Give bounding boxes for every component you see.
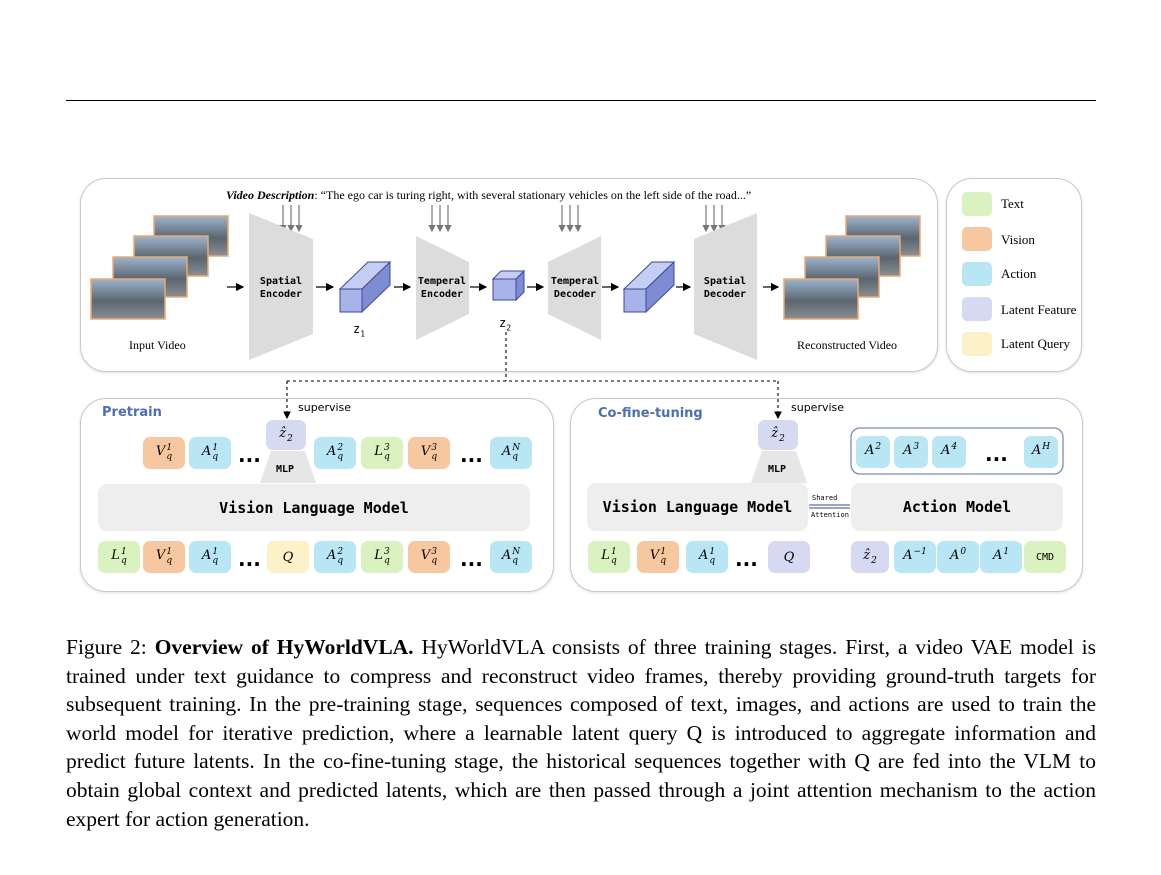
cofine-supervise-label: supervise	[791, 401, 845, 414]
attention-label: Attention	[811, 511, 849, 519]
cofine-bottom-a-minus1: A−1	[894, 541, 936, 573]
legend-label-latent-feature: Latent Feature	[1001, 302, 1077, 317]
legend-label-action: Action	[1001, 266, 1037, 281]
spatial-encoder-shape	[249, 213, 313, 360]
cofine-bottom-q: Q	[768, 541, 810, 573]
figure-caption: Figure 2: Overview of HyWorldVLA. HyWorl…	[66, 633, 1096, 833]
cofine-title: Co-fine-tuning	[598, 406, 703, 421]
caption-prefix: Figure 2:	[66, 635, 155, 659]
z2-latent-box	[491, 269, 526, 302]
cofine-vlm-bar: Vision Language Model	[587, 483, 808, 531]
cofine-mlp-shape	[751, 451, 807, 483]
pretrain-z2-hat-token: ẑ 2	[266, 420, 306, 450]
z2-label: z2	[499, 316, 512, 333]
legend-label-vision: Vision	[1001, 232, 1035, 247]
shared-label: Shared	[812, 494, 838, 502]
spatial-decoder-shape	[694, 213, 757, 360]
pretrain-vlm-bar: Vision Language Model	[98, 484, 530, 531]
reconstructed-video-label: Reconstructed Video	[797, 338, 898, 352]
cofine-top-ellipsis: ...	[985, 442, 1008, 466]
legend-swatch-latent-feature	[962, 297, 992, 321]
pretrain-supervise-label: supervise	[298, 401, 352, 414]
pretrain-top-ellipsis-2: ...	[460, 443, 483, 467]
legend-label-text: Text	[1001, 196, 1024, 211]
supervise-connectors	[283, 332, 782, 420]
temperal-encoder-shape	[416, 236, 469, 340]
cofine-bottom-ellipsis: ...	[735, 547, 758, 571]
caption-body: HyWorldVLA consists of three training st…	[66, 635, 1096, 831]
pretrain-mlp-label: MLP	[276, 464, 295, 475]
input-video-frames	[90, 215, 229, 320]
vae-diagram	[90, 205, 1064, 509]
pretrain-bottom-ellipsis-1: ...	[238, 547, 261, 571]
cofine-bottom-cmd: CMD	[1024, 541, 1066, 573]
legend-swatch-action	[962, 262, 992, 286]
pretrain-mlp-shape	[260, 451, 316, 483]
caption-title: Overview of HyWorldVLA.	[154, 635, 414, 659]
cofine-mlp-label: MLP	[768, 464, 787, 475]
pretrain-bottom-ellipsis-2: ...	[460, 547, 483, 571]
cofine-bottom-z2-hat: ẑ 2	[851, 541, 889, 573]
z1-label: z1	[353, 322, 366, 339]
temperal-decoder-shape	[548, 236, 601, 340]
input-video-label: Input Video	[129, 338, 186, 352]
decoded-latent-box	[622, 260, 676, 314]
text-guidance-arrows	[279, 205, 726, 233]
action-output-group	[850, 427, 1064, 475]
pretrain-top-ellipsis-1: ...	[238, 443, 261, 467]
video-description: Video Description: “The ego car is turin…	[226, 188, 752, 202]
pretrain-title: Pretrain	[102, 405, 162, 420]
shared-attention-link	[809, 504, 850, 509]
action-model-bar: Action Model	[851, 483, 1063, 531]
pretrain-bottom-q: Q	[267, 541, 309, 573]
header-rule	[66, 100, 1096, 101]
cofine-z2-hat-token: ẑ 2	[758, 420, 798, 450]
legend-swatch-text	[962, 192, 992, 216]
legend-swatch-vision	[962, 227, 992, 251]
legend-swatch-latent-query	[962, 332, 992, 356]
z1-latent-box	[338, 260, 392, 314]
legend-label-latent-query: Latent Query	[1001, 336, 1070, 351]
reconstructed-video-frames	[783, 215, 921, 320]
